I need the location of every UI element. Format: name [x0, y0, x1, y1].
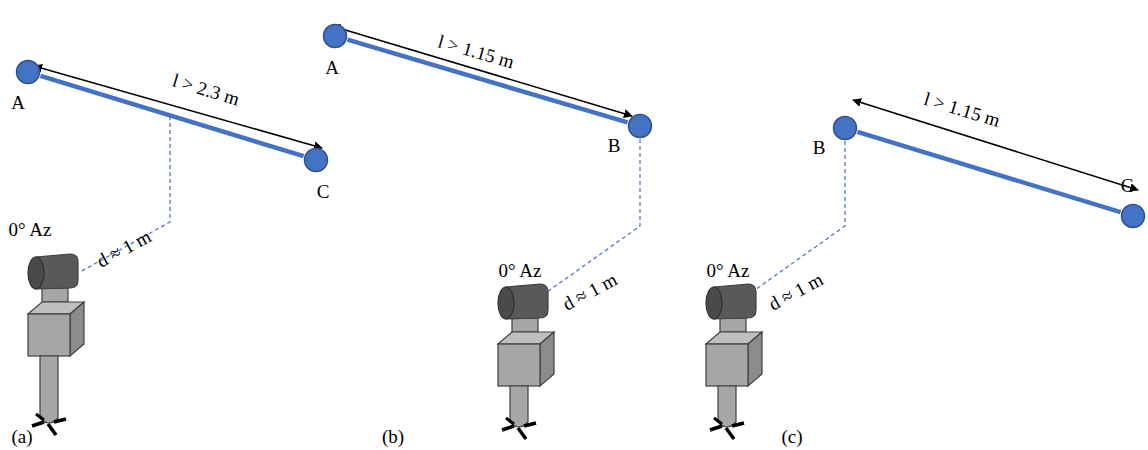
distance-leader [547, 139, 640, 292]
point-marker: B [627, 113, 653, 139]
camera-icon [498, 284, 554, 439]
point-label: B [601, 133, 627, 159]
distance-label: d ≈ 1 m [93, 226, 155, 273]
dimension-arrow [34, 66, 322, 148]
panel-label: (b) [382, 426, 404, 448]
distance-label: d ≈ 1 m [559, 269, 621, 316]
dimension-label: l > 2.3 m [170, 69, 242, 110]
point-marker: C [303, 147, 329, 173]
point-marker: A [15, 59, 41, 85]
point-circle [1120, 203, 1146, 229]
azimuth-label: 0° Az [707, 260, 750, 282]
point-circle [832, 115, 858, 141]
point-label: B [806, 135, 832, 161]
point-label: A [319, 55, 345, 81]
point-marker: A [322, 23, 348, 49]
point-label: C [1114, 173, 1140, 199]
distance-leader [752, 141, 845, 292]
point-marker: B [832, 115, 858, 141]
point-label: C [310, 179, 336, 205]
point-circle [627, 113, 653, 139]
distance-leader [80, 116, 170, 272]
azimuth-label: 0° Az [9, 219, 52, 241]
camera-icon [28, 254, 84, 435]
panel-label: (a) [11, 426, 32, 448]
point-marker: C [1120, 203, 1146, 229]
camera-icon [706, 284, 762, 439]
point-label: A [5, 90, 31, 116]
dimension-arrow [332, 26, 632, 116]
panel-label: (c) [781, 426, 802, 448]
point-circle [15, 59, 41, 85]
point-circle [303, 147, 329, 173]
segment-line [857, 132, 1120, 212]
azimuth-label: 0° Az [499, 260, 542, 282]
point-circle [322, 23, 348, 49]
